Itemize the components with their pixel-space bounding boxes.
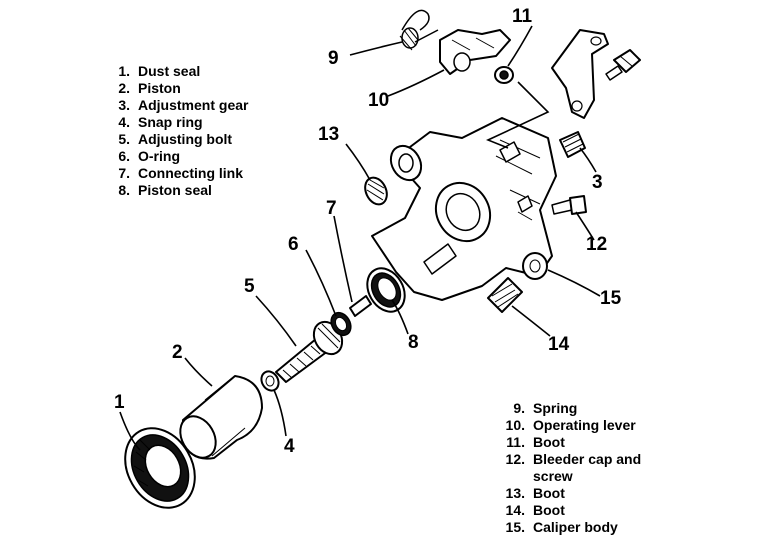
legend-item: 10. Operating lever: [493, 417, 641, 434]
callout-15: 15: [600, 288, 622, 309]
legend-number: 6.: [118, 148, 130, 164]
legend-text: Adjustment gear: [138, 97, 249, 113]
callout-14: 14: [548, 334, 570, 355]
legend-text: Bleeder cap and: [533, 451, 642, 467]
legend-item: 13. Boot: [493, 485, 641, 502]
boot-14-part: [487, 277, 523, 313]
legend-number: 15.: [505, 519, 525, 535]
spring-part: [399, 9, 439, 51]
legend-text: screw: [533, 468, 573, 484]
legend-item: 14. Boot: [493, 502, 641, 519]
callout-labels: 1 2 3 4 5 6 7 8 9 10 11 12 13 14 15: [114, 6, 622, 457]
legend-item: 1. Dust seal: [112, 63, 248, 80]
legend-text: Connecting link: [138, 165, 243, 181]
legend-text: Caliper body: [533, 519, 618, 535]
legend-item: 11. Boot: [493, 434, 641, 451]
callout-9: 9: [328, 48, 339, 69]
callout-1: 1: [114, 392, 125, 413]
callout-2: 2: [172, 342, 183, 363]
legend-text: Boot: [533, 434, 565, 450]
legend-number: 5.: [118, 131, 130, 147]
operating-lever-part: [439, 29, 511, 75]
legend-number: 4.: [118, 114, 130, 130]
callout-10: 10: [368, 90, 389, 111]
callout-6: 6: [288, 234, 299, 255]
boot-11-part: [494, 66, 514, 84]
o-ring-part: [330, 311, 352, 337]
legend-item: 5. Adjusting bolt: [112, 131, 248, 148]
legend-item: 9. Spring: [493, 400, 641, 417]
legend-text: Boot: [533, 485, 565, 501]
piston-part: [179, 375, 263, 460]
leader-lines: [119, 25, 601, 451]
adjustment-gear-part: [559, 131, 586, 158]
legend-number: 13.: [505, 485, 525, 501]
legend-text: Dust seal: [138, 63, 201, 79]
legend-text: Piston seal: [138, 182, 212, 198]
legend-item: screw: [493, 468, 641, 485]
callout-7: 7: [326, 198, 337, 219]
callout-5: 5: [244, 276, 255, 297]
legend-number: 14.: [505, 502, 525, 518]
legend-number: 10.: [505, 417, 525, 433]
legend-text: Snap ring: [138, 114, 203, 130]
legend-number: 7.: [118, 165, 130, 181]
legend-text: Piston: [138, 80, 181, 96]
snap-ring-part: [260, 370, 280, 392]
legend-text: Spring: [533, 400, 578, 416]
legend-item: 12. Bleeder cap and: [493, 451, 642, 468]
connecting-link-part: [349, 295, 372, 317]
legend-item: 15. Caliper body: [493, 519, 641, 536]
caliper-body-part: [371, 117, 557, 301]
legend-right: 9. Spring 10. Operating lever 11. Boot 12. Blee…: [493, 400, 642, 536]
legend-text: Boot: [533, 502, 565, 518]
legend-item: 8. Piston seal: [112, 182, 248, 199]
bleeder-screw-part: [551, 195, 587, 215]
legend-number: 1.: [118, 63, 130, 79]
dust-seal-part: [124, 427, 196, 509]
legend-item: 7. Connecting link: [112, 165, 248, 182]
callout-3: 3: [592, 172, 603, 193]
legend-number: 11.: [506, 434, 525, 450]
legend-item: 4. Snap ring: [112, 114, 248, 131]
legend-text: Operating lever: [533, 417, 636, 433]
piston-seal-part: [366, 267, 406, 313]
legend-number: [493, 468, 525, 485]
callout-4: 4: [284, 436, 295, 457]
legend-left: 1. Dust seal 2. Piston 3. Adjustment gear 4. Sn…: [112, 63, 248, 199]
boot-13-part: [364, 176, 388, 206]
legend-item: 3. Adjustment gear: [112, 97, 248, 114]
legend-item: 2. Piston: [112, 80, 248, 97]
bracket-part: [551, 29, 641, 119]
callout-8: 8: [408, 332, 419, 353]
legend-number: 9.: [513, 400, 525, 416]
legend-number: 3.: [118, 97, 130, 113]
callout-12: 12: [586, 234, 607, 255]
legend-number: 8.: [118, 182, 130, 198]
legend-text: Adjusting bolt: [138, 131, 233, 147]
legend-text: O-ring: [138, 148, 180, 164]
legend-item: 6. O-ring: [112, 148, 248, 165]
connecting-lines: [485, 81, 550, 149]
legend-number: 12.: [505, 451, 525, 467]
callout-13: 13: [318, 124, 339, 145]
legend-number: 2.: [118, 80, 130, 96]
callout-11: 11: [512, 6, 533, 27]
